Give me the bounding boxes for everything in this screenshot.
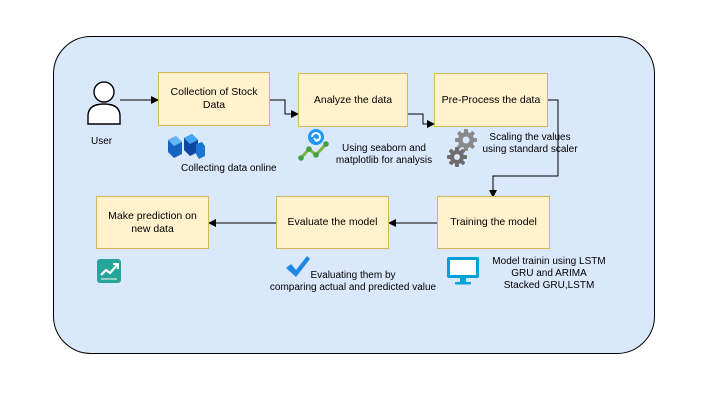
step-preprocess-data[interactable]: Pre-Process the data [434, 73, 548, 127]
user-label: User [91, 136, 113, 147]
checkmark-icon [286, 256, 310, 277]
note-analysis-line-2: matplotlib for analysis [335, 155, 433, 166]
note-evaluating-line-1: Evaluating them by [310, 270, 396, 281]
note-scaling-line-1: Scaling the values [489, 132, 571, 143]
note-scaling-line-2: using standard scaler [482, 144, 578, 155]
note-evaluating-line-2: comparing actual and predicted value [269, 282, 437, 293]
note-analysis: Using seaborn and matplotlib for analysi… [328, 143, 440, 167]
user-icon [87, 81, 121, 125]
arrow-preprocess-to-train [489, 99, 559, 198]
step-analyze-data[interactable]: Analyze the data [298, 73, 408, 127]
monitor-icon [447, 257, 479, 285]
note-collecting-data-online: Collecting data online [181, 163, 277, 174]
step-train-model[interactable]: Training the model [437, 196, 550, 249]
step-collect-stock-data[interactable]: Collection of Stock Data [158, 72, 270, 126]
note-evaluating: Evaluating them by comparing actual and … [262, 270, 444, 294]
note-training-line-3: Stacked GRU,LSTM [503, 280, 595, 291]
note-training: Model trainin using LSTM GRU and ARIMA S… [485, 256, 613, 292]
note-analysis-line-1: Using seaborn and [342, 143, 426, 154]
trend-chart-icon [97, 259, 121, 283]
step-make-prediction[interactable]: Make prediction on new data [96, 196, 209, 249]
note-training-line-2: GRU and ARIMA [511, 268, 587, 279]
analytics-icon [298, 129, 329, 161]
note-training-line-1: Model trainin using LSTM [492, 256, 606, 267]
gears-icon [447, 129, 477, 167]
arrow-collect-to-analyze [270, 99, 299, 118]
step-evaluate-model[interactable]: Evaluate the model [276, 196, 389, 249]
arrow-analyze-to-preprocess [408, 113, 435, 128]
note-scaling: Scaling the values using standard scaler [474, 132, 586, 156]
azure-data-icon [168, 134, 205, 159]
